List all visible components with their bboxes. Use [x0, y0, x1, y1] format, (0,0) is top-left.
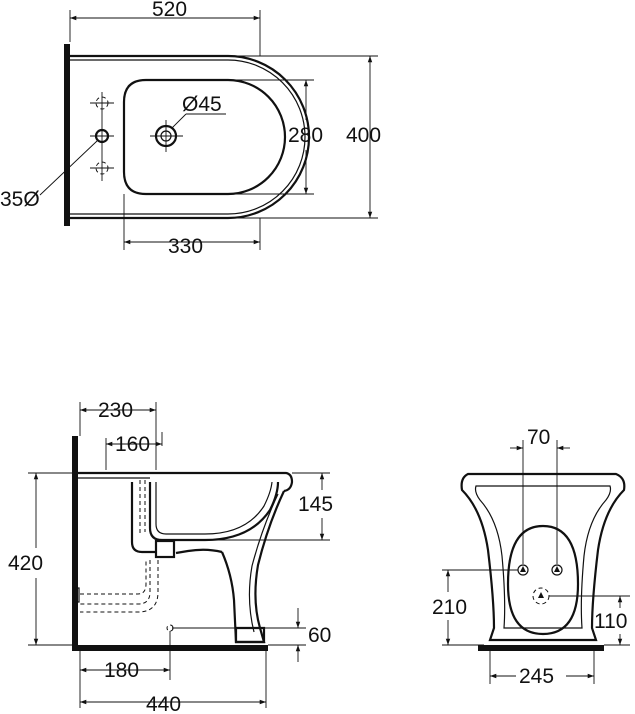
dim-520: 520 — [152, 0, 187, 21]
side-view-tap-body — [130, 482, 156, 554]
dim-145: 145 — [298, 493, 333, 516]
front-view-bowl — [506, 524, 580, 636]
top-view-wall — [64, 44, 70, 226]
side-view-rim — [78, 471, 294, 493]
dim-fixing-holes: 35Ø — [0, 188, 40, 211]
dim-210: 210 — [432, 596, 467, 619]
dim-280: 280 — [288, 124, 323, 147]
waste-trap-hidden — [80, 480, 159, 613]
top-view-bowl — [122, 78, 287, 196]
dim-70: 70 — [527, 426, 550, 449]
dim-tap-hole: Ø45 — [182, 93, 222, 116]
side-view: 230 160 145 420 60 180 440 — [8, 399, 333, 714]
waste-outlet-cap — [73, 587, 80, 603]
dim-440: 440 — [146, 693, 181, 714]
side-view-bowl — [148, 481, 280, 542]
waste-fitting — [154, 539, 176, 559]
front-view-floor — [478, 645, 604, 651]
side-view-wall — [72, 436, 78, 650]
dim-60: 60 — [308, 624, 331, 647]
dim-330: 330 — [168, 235, 203, 258]
top-view: 520 400 280 330 Ø45 35Ø — [0, 0, 381, 258]
dim-160: 160 — [115, 433, 150, 456]
front-view-outline — [460, 472, 626, 642]
inlet-hole-right — [551, 564, 563, 576]
front-view: 70 210 110 245 — [432, 426, 630, 688]
dim-180: 180 — [104, 659, 139, 682]
side-view-body — [220, 490, 285, 644]
dim-245: 245 — [519, 665, 554, 688]
top-view-outline — [70, 54, 311, 220]
dim-110: 110 — [594, 610, 627, 633]
dim-420: 420 — [8, 552, 43, 575]
top-view-inner-rim — [70, 59, 306, 215]
dim-230: 230 — [98, 399, 133, 422]
dim-400: 400 — [346, 124, 381, 147]
